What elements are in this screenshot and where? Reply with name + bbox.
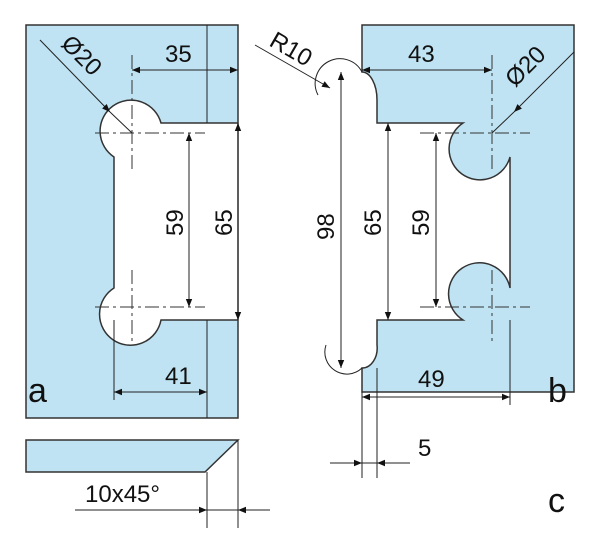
label-b: b xyxy=(548,372,567,410)
part-b-hole-spacing: 59 xyxy=(408,209,435,236)
part-a-hole-spacing: 59 xyxy=(162,209,189,236)
part-a-width-bottom: 41 xyxy=(165,363,192,390)
part-a-width-top: 35 xyxy=(165,41,192,68)
part-b-cutout-height: 65 xyxy=(360,209,387,236)
label-c: c xyxy=(548,482,565,520)
label-a: a xyxy=(28,372,47,410)
part-c-profile xyxy=(25,439,240,473)
part-a-plate xyxy=(25,24,239,419)
part-a-centerlines xyxy=(95,55,205,345)
part-b-plate xyxy=(361,24,575,393)
part-b-overall-height: 98 xyxy=(313,213,340,240)
part-a-cutout-height: 65 xyxy=(211,209,238,236)
part-b-width-bottom: 49 xyxy=(418,366,445,393)
part-b-width-top: 43 xyxy=(408,41,435,68)
offset-dimension: 5 xyxy=(418,435,431,462)
chamfer-dimension: 10x45° xyxy=(85,481,160,508)
